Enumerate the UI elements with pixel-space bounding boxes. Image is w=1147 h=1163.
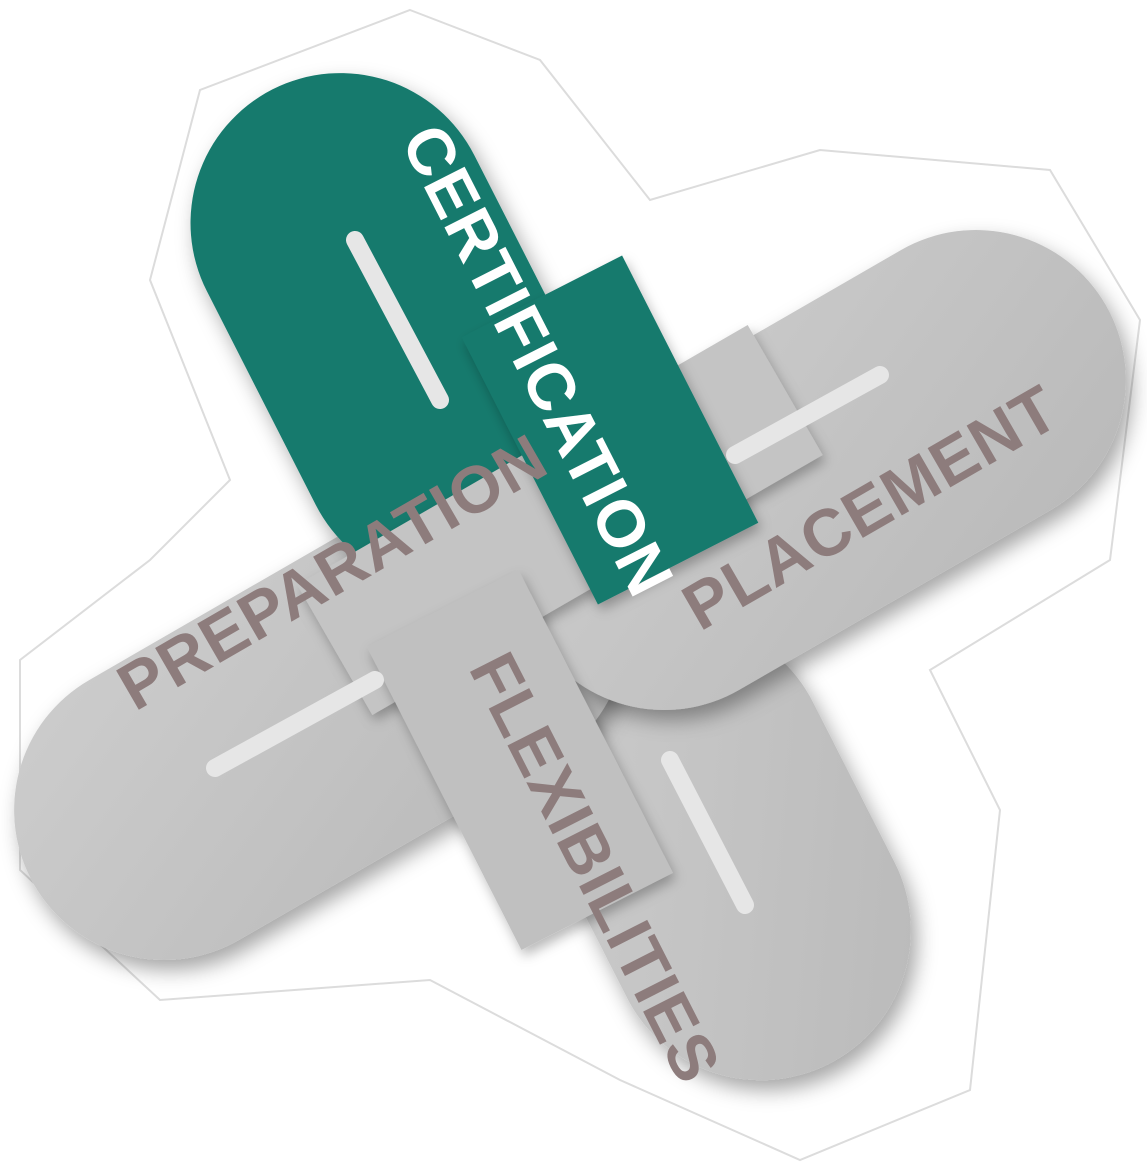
placement-slot <box>726 366 889 464</box>
preparation-slot <box>206 671 384 777</box>
placement-loop <box>514 230 1126 710</box>
certification-weave-strip <box>461 255 759 605</box>
shape-outline <box>19 8 1142 1162</box>
flexibilities-slot <box>661 751 754 914</box>
flexibilities-weave-strip <box>367 569 673 951</box>
loop-slots <box>206 231 889 914</box>
certification-slot <box>346 231 449 409</box>
